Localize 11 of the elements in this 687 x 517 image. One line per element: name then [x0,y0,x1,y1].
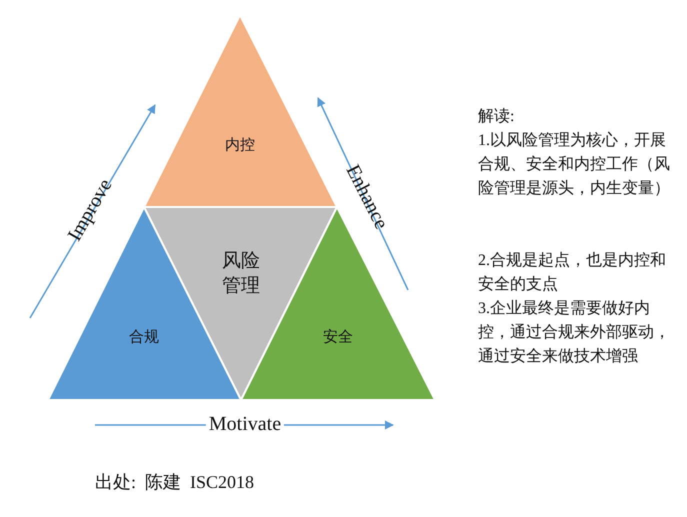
heading: 解读: [478,106,516,127]
triangle-segment [144,207,337,400]
source-text: 出处: 陈建 ISC2018 [95,471,254,494]
note-text: 1.以风险管理为核心，开展合规、安全和内控工作（风险管理是源头，内生变量） [478,130,671,199]
segment-label: 合规 [128,327,160,347]
segment-label: 风险管理 [221,248,261,298]
note-text: 2.合规是起点，也是内控和安全的支点 [478,250,667,295]
segment-label: 安全 [322,327,354,347]
triangle-segment [144,15,337,207]
note-text: 3.企业最终是需要做好内控，通过合规来外部驱动，通过安全来做技术增强 [478,298,671,367]
segment-label: 内控 [224,135,256,155]
